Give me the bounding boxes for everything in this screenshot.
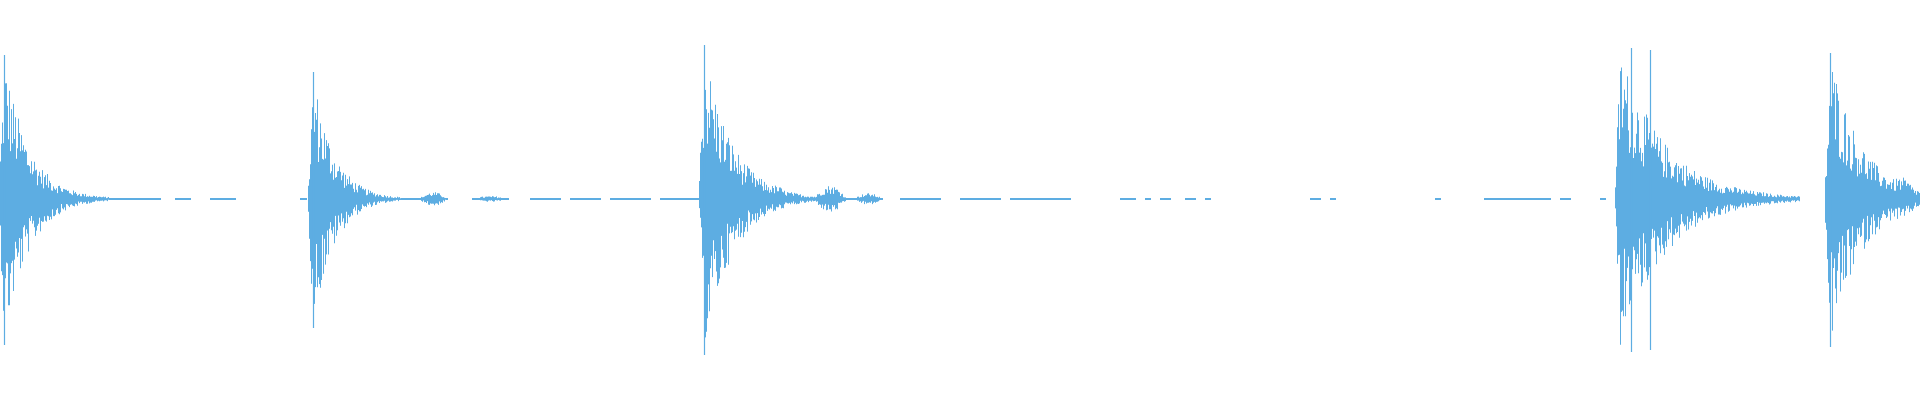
- waveform-path: [0, 67, 1920, 352]
- waveform-bars: [0, 45, 1920, 355]
